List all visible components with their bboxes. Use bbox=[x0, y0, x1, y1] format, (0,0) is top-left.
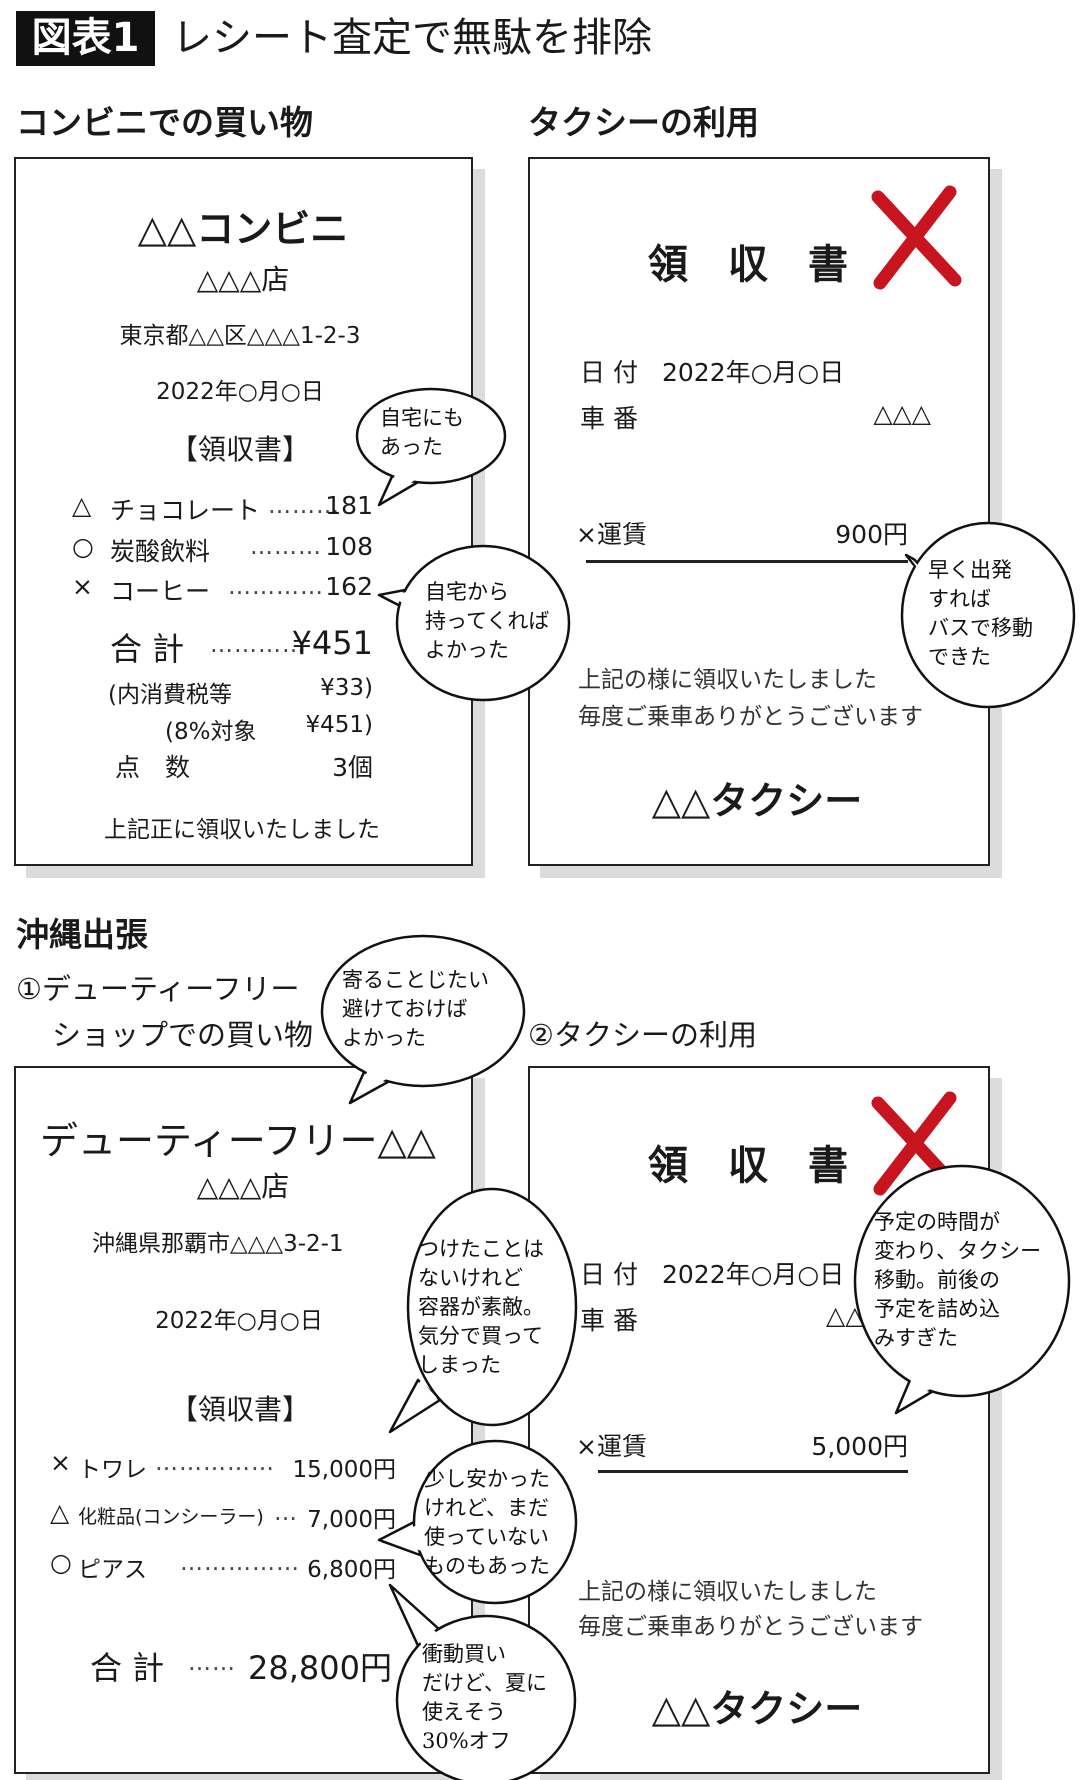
bubble-text-dutyfree: 寄ることじたい 避けておけば よかった bbox=[342, 968, 489, 1050]
fare-underline bbox=[586, 560, 908, 563]
item-price: 162 bbox=[325, 572, 373, 601]
store-name: △△コンビニ bbox=[137, 207, 349, 251]
car-value: △△△ bbox=[873, 399, 931, 428]
receipt-dutyfree bbox=[14, 1066, 473, 1774]
item-dots: ……… bbox=[268, 493, 340, 519]
count-value: 3個 bbox=[332, 753, 373, 782]
receipt-heading: 【領収書】 bbox=[169, 433, 311, 466]
item-name: チョコレート bbox=[110, 496, 261, 525]
store-name: デューティーフリー△△ bbox=[40, 1119, 436, 1163]
item-dots: ……… bbox=[250, 534, 322, 560]
item-mark: △ bbox=[72, 491, 92, 520]
item-dots: … bbox=[274, 1500, 298, 1526]
total-label: 合 計 bbox=[90, 1649, 165, 1687]
section-dutyfree-2: ショップでの買い物 bbox=[52, 1018, 314, 1052]
item-mark: × bbox=[50, 1448, 71, 1477]
store-branch: △△△店 bbox=[196, 1170, 290, 1203]
fare-label: ×運賃 bbox=[576, 520, 647, 549]
red-x-icon bbox=[871, 185, 962, 290]
figure-badge: 図表1 bbox=[16, 11, 155, 66]
receipt-footer-1: 上記の様に領収いたしました bbox=[578, 1579, 877, 1605]
item-name: 化粧品(コンシーラー) bbox=[78, 1506, 264, 1528]
speech-bubble-pierce bbox=[388, 1583, 577, 1780]
car-label: 車 番 bbox=[580, 1306, 638, 1335]
car-label: 車 番 bbox=[580, 404, 638, 433]
item-mark: ○ bbox=[50, 1548, 72, 1577]
receipt-footer-1: 上記の様に領収いたしました bbox=[578, 667, 877, 693]
receipt-footer: 上記正に領収いたしました bbox=[104, 817, 380, 843]
store-branch: △△△店 bbox=[196, 263, 290, 296]
item-dots: ………… bbox=[228, 574, 324, 600]
item-mark: ○ bbox=[72, 532, 94, 561]
item-price: 15,000円 bbox=[292, 1457, 396, 1483]
speech-bubble-dutyfree bbox=[320, 934, 526, 1105]
tax-label: (内消費税等 bbox=[108, 682, 232, 708]
item-dots: …………… bbox=[180, 1550, 300, 1576]
speech-bubble-taxi2 bbox=[853, 1164, 1071, 1415]
fare-value: 900円 bbox=[835, 520, 908, 549]
item-price: 7,000円 bbox=[307, 1507, 396, 1533]
taxi-company: △△タクシー bbox=[651, 1687, 863, 1731]
receipt-date: 2022年○月○日 bbox=[155, 1308, 323, 1334]
bubble-text-cosmetic: 少し安かった けれど、まだ 使っていない ものもあった bbox=[424, 1467, 550, 1578]
fare-underline bbox=[598, 1470, 908, 1473]
bubble-text-toilette: つけたことは ないけれど 容器が素敵。 気分で買って しまった bbox=[418, 1237, 544, 1377]
item-mark: × bbox=[72, 572, 93, 601]
section-taxi2: ②タクシーの利用 bbox=[528, 1018, 757, 1052]
date-label: 日 付 bbox=[580, 1260, 638, 1289]
tax-target-value: ¥451) bbox=[305, 712, 373, 738]
tax-value: ¥33) bbox=[320, 675, 373, 701]
item-name: トワレ bbox=[78, 1457, 147, 1483]
bubble-text-chocolate: 自宅にも あった bbox=[380, 406, 464, 459]
receipt-heading: 【領収書】 bbox=[169, 1393, 311, 1426]
bubble-text-coffee: 自宅から 持ってくれば よかった bbox=[425, 580, 550, 662]
date-value: 2022年○月○日 bbox=[662, 358, 845, 387]
total-dots: ………… bbox=[210, 632, 306, 658]
speech-bubble-cosmetic bbox=[377, 1439, 578, 1605]
total-value: 28,800円 bbox=[248, 1649, 392, 1687]
item-mark: △ bbox=[50, 1498, 70, 1527]
fare-label: ×運賃 bbox=[576, 1432, 647, 1461]
item-price: 181 bbox=[325, 491, 373, 520]
receipt-konbini bbox=[14, 157, 473, 866]
bubble-text-taxi1: 早く出発 すれば バスで移動 できた bbox=[928, 558, 1033, 669]
receipt-taxi1 bbox=[528, 157, 990, 866]
item-price: 108 bbox=[325, 532, 373, 561]
total-value: ¥451 bbox=[291, 624, 373, 662]
receipt-heading: 領 収 書 bbox=[648, 242, 848, 288]
speech-bubble-coffee bbox=[377, 544, 571, 702]
section-taxi1: タクシーの利用 bbox=[528, 103, 759, 142]
speech-bubble-chocolate bbox=[355, 387, 507, 507]
bubble-text-pierce: 衝動買い だけど、夏に 使えそう 30%オフ bbox=[422, 1642, 547, 1753]
total-dots: …… bbox=[188, 1650, 236, 1676]
fare-value: 5,000円 bbox=[811, 1432, 908, 1461]
item-name: 炭酸飲料 bbox=[110, 537, 211, 566]
receipt-date: 2022年○月○日 bbox=[156, 379, 324, 405]
item-name: ピアス bbox=[78, 1557, 147, 1583]
date-value: 2022年○月○日 bbox=[662, 1260, 845, 1289]
receipt-heading: 領 収 書 bbox=[648, 1143, 848, 1189]
speech-bubble-taxi1 bbox=[900, 521, 1076, 709]
count-label: 点 数 bbox=[115, 753, 191, 782]
bubble-text-taxi2: 予定の時間が 変わり、タクシー 移動。前後の 予定を詰め込 みすぎた bbox=[874, 1210, 1042, 1350]
item-name: コーヒー bbox=[110, 577, 211, 606]
item-dots: …………… bbox=[155, 1450, 275, 1476]
date-label: 日 付 bbox=[580, 358, 638, 387]
page-title: レシート査定で無駄を排除 bbox=[172, 15, 652, 61]
section-konbini: コンビニでの買い物 bbox=[16, 103, 313, 142]
receipt-footer-2: 毎度ご乗車ありがとうございます bbox=[578, 704, 923, 730]
item-price: 6,800円 bbox=[307, 1557, 396, 1583]
tax-target-label: (8%対象 bbox=[165, 719, 257, 745]
total-label: 合 計 bbox=[110, 630, 185, 668]
receipt-taxi2 bbox=[528, 1066, 990, 1774]
section-okinawa: 沖縄出張 bbox=[16, 915, 148, 954]
store-address: 東京都△△区△△△1-2-3 bbox=[119, 323, 361, 349]
section-dutyfree-1: ①デューティーフリー bbox=[16, 972, 300, 1006]
taxi-company: △△タクシー bbox=[651, 779, 863, 823]
receipt-footer-2: 毎度ご乗車ありがとうございます bbox=[578, 1614, 923, 1640]
store-address: 沖縄県那覇市△△△3-2-1 bbox=[92, 1231, 344, 1257]
speech-bubble-toilette bbox=[388, 1187, 578, 1434]
